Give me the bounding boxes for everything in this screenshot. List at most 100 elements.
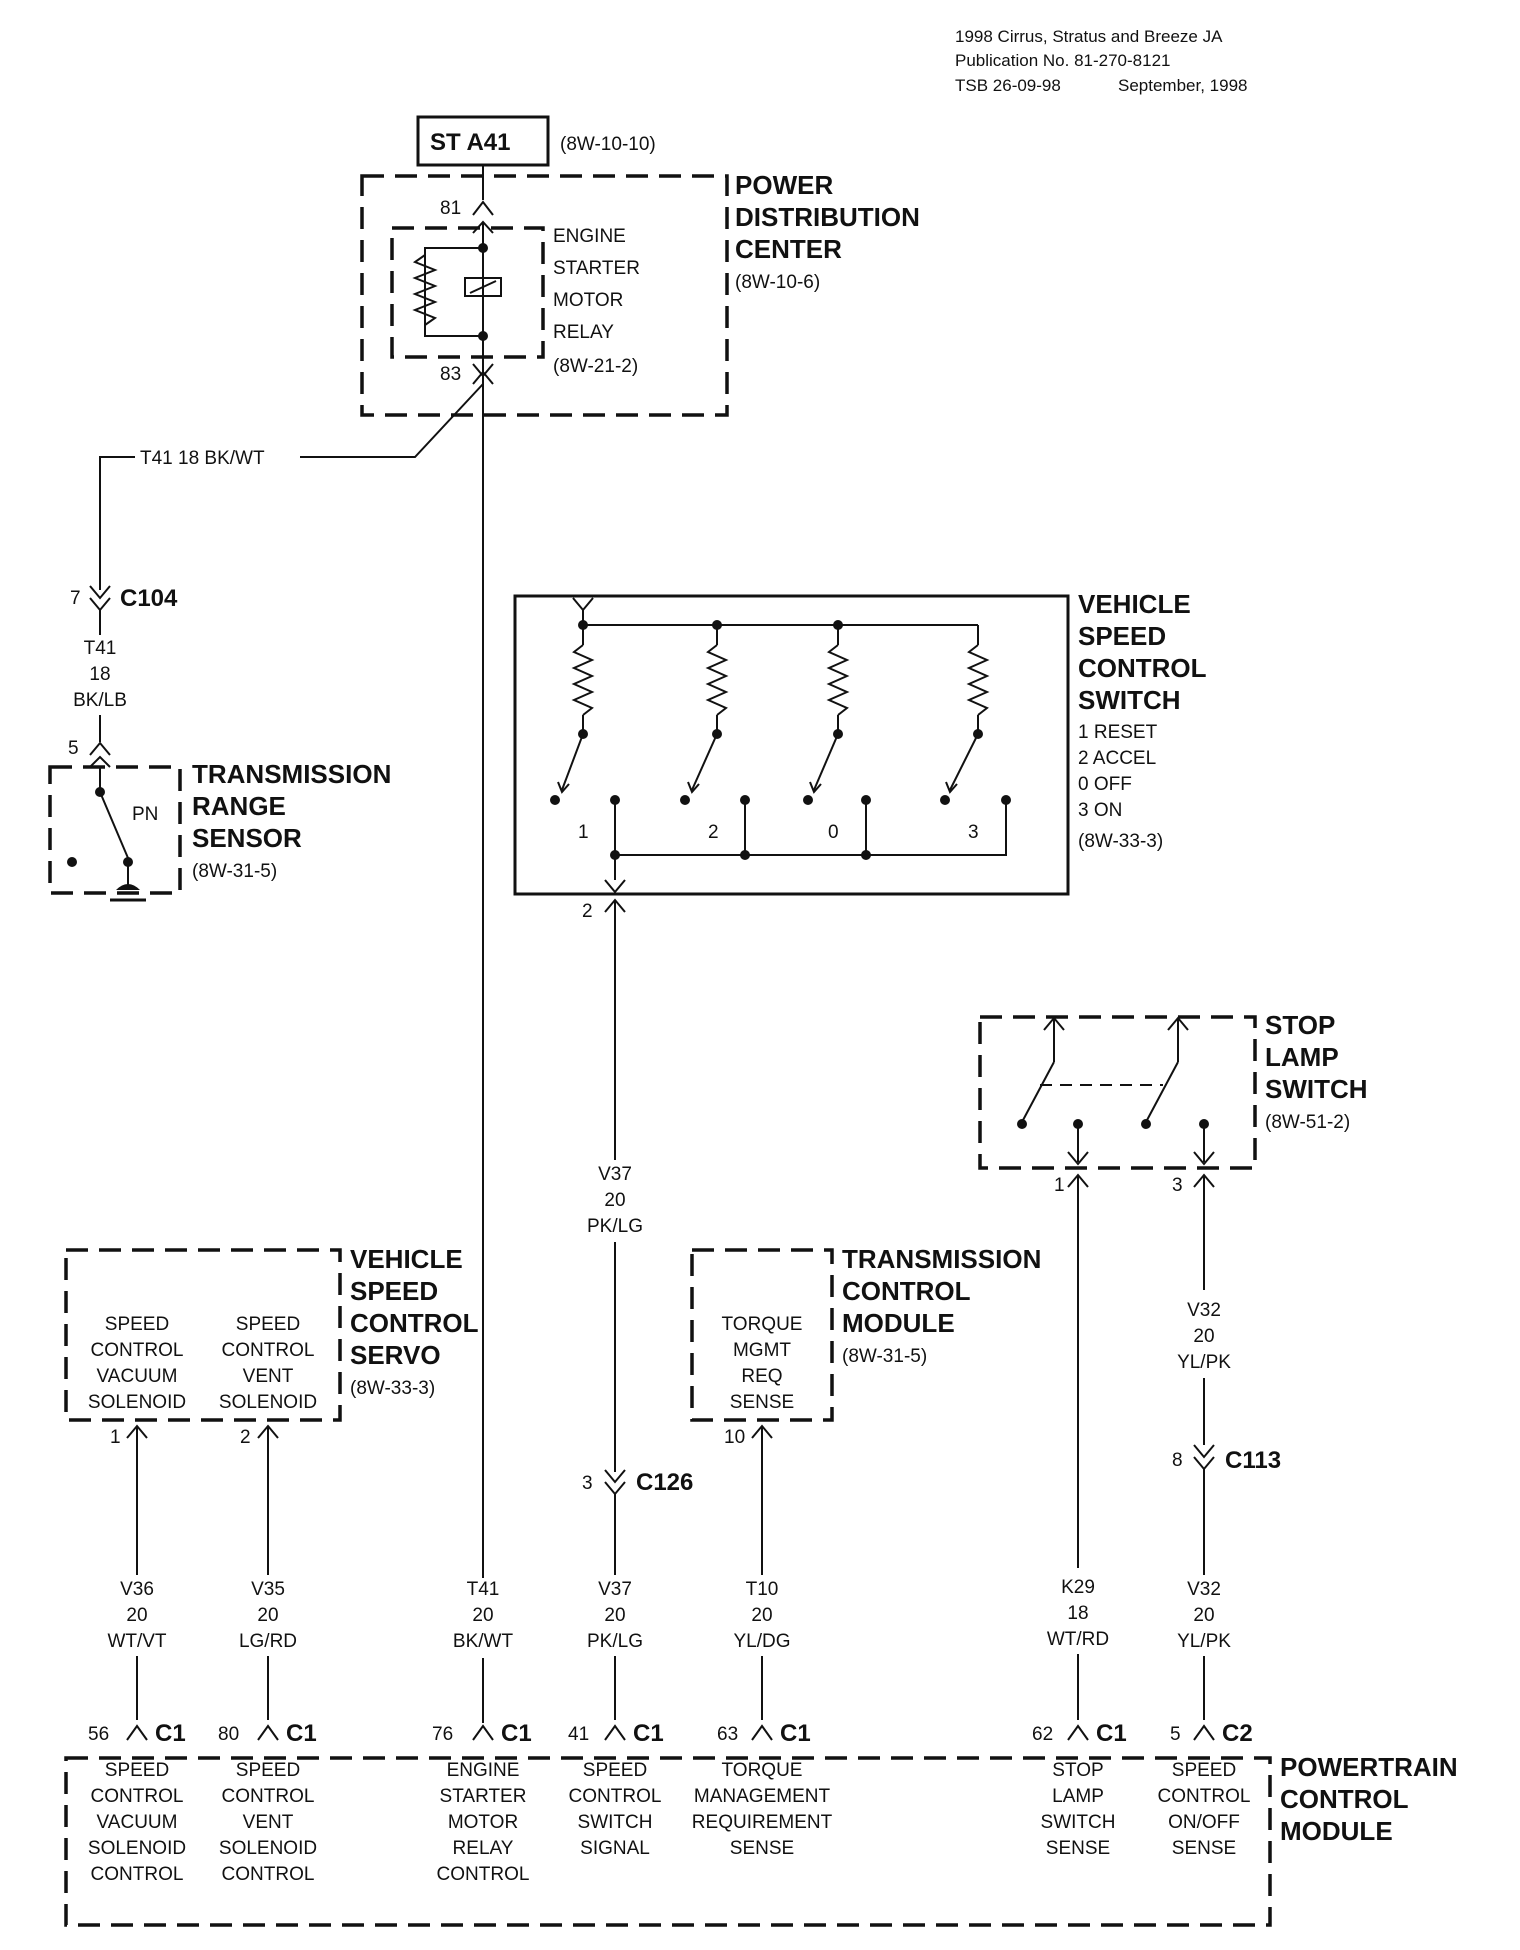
header-line-2: Publication No. 81-270-8121: [955, 51, 1170, 70]
wire-k29-1: K29: [1061, 1577, 1095, 1598]
pcm-pin-5-conn: C2: [1222, 1720, 1253, 1747]
servo-vac-2: CONTROL: [91, 1340, 184, 1361]
pcm-pin-41-label-2: CONTROL: [569, 1786, 662, 1807]
relay-coil-symbol: [464, 277, 502, 297]
pcm-pin-56-conn: C1: [155, 1720, 186, 1747]
stop-lamp-ref: (8W-51-2): [1265, 1112, 1350, 1133]
tcm-title-2: CONTROL: [842, 1276, 971, 1306]
v32-mid-3: YL/PK: [1177, 1352, 1231, 1373]
c104-wire-1: T41: [84, 638, 117, 659]
wire-v36-1: V36: [120, 1579, 154, 1600]
stop-lamp-pin-3: 3: [1172, 1175, 1183, 1196]
wire-t10-1: T10: [746, 1579, 779, 1600]
wire-t10-3: YL/DG: [733, 1631, 790, 1652]
relay-ref: (8W-21-2): [553, 356, 638, 377]
vsc-title-3: CONTROL: [1078, 653, 1207, 683]
vehicle-speed-control-switch: VEHICLE SPEED CONTROL SWITCH 1 RESET 2 A…: [513, 589, 1207, 896]
trs-boundary: [48, 765, 182, 895]
servo-title-1: VEHICLE: [350, 1244, 463, 1274]
connector-83-symbol: [472, 363, 494, 378]
pcm-pin-62-label-1: STOP: [1052, 1760, 1103, 1781]
tcm-inner-1: TORQUE: [722, 1314, 803, 1335]
pcm-pin-41-label-4: SIGNAL: [580, 1838, 650, 1859]
relay-label-4: RELAY: [553, 322, 614, 343]
pcm-pin-5-label-2: CONTROL: [1158, 1786, 1251, 1807]
pdc-title-1: POWER: [735, 170, 833, 200]
wire-t10-2: 20: [751, 1605, 772, 1626]
pcm-pin-41-label-3: SWITCH: [578, 1812, 653, 1833]
vehicle-speed-control-servo: VEHICLE SPEED CONTROL SERVO (8W-33-3) SP…: [64, 1244, 479, 1575]
relay-label-3: MOTOR: [553, 290, 623, 311]
pcm-pin-80-label-2: CONTROL: [222, 1786, 315, 1807]
pcm-pin-56: 56 C1 SPEED CONTROL VACUUM SOLENOID CONT…: [88, 1720, 186, 1885]
trs-pin: 5: [68, 738, 79, 759]
pcm-pin-63-number: 63: [717, 1724, 738, 1745]
pcm-pin-63-label-1: TORQUE: [722, 1760, 803, 1781]
tcm-title-1: TRANSMISSION: [842, 1244, 1041, 1274]
servo-title-2: SPEED: [350, 1276, 438, 1306]
stop-lamp-title-3: SWITCH: [1265, 1074, 1368, 1104]
servo-vent-1: SPEED: [236, 1314, 300, 1335]
pcm-pin-63: 63 C1 TORQUE MANAGEMENT REQUIREMENT SENS…: [692, 1720, 833, 1859]
tcm-pin: 10: [724, 1427, 745, 1448]
pcm-pin-5-label-3: ON/OFF: [1168, 1812, 1240, 1833]
pcm-pin-56-label-1: SPEED: [105, 1760, 169, 1781]
pcm-pin-5: 5 C2 SPEED CONTROL ON/OFF SENSE: [1158, 1720, 1253, 1859]
relay-boundary: [390, 226, 545, 359]
connector-81-symbol: [472, 200, 494, 216]
vsc-pin-out: 2: [582, 901, 593, 922]
pdc-title-3: CENTER: [735, 234, 842, 264]
c126-name: C126: [636, 1469, 693, 1496]
pcm-pin-62-label-4: SENSE: [1046, 1838, 1110, 1859]
servo-pin-1: 1: [110, 1427, 121, 1448]
pcm-pin-76-label-2: STARTER: [440, 1786, 527, 1807]
pcm-pin-62: 62 C1 STOP LAMP SWITCH SENSE: [1032, 1720, 1127, 1859]
wire-v32: 3 V32 20 YL/PK 8 C113: [1172, 1173, 1281, 1575]
servo-vent-4: SOLENOID: [219, 1392, 317, 1413]
servo-title-4: SERVO: [350, 1340, 441, 1370]
vsc-pos-1: 1 RESET: [1078, 722, 1158, 743]
wire-v37-3: PK/LG: [587, 1631, 643, 1652]
vsc-resistor-legs: [557, 625, 990, 794]
transmission-range-sensor: 5 PN TRANSMISSION RANGE SENSOR (8W-31-5): [48, 738, 391, 902]
header-line-1: 1998 Cirrus, Stratus and Breeze JA: [955, 27, 1223, 46]
pcm-pin-76: 76 C1 ENGINE STARTER MOTOR RELAY CONTROL: [432, 1720, 532, 1885]
vsc-title-1: VEHICLE: [1078, 589, 1191, 619]
wire-v36-3: WT/VT: [107, 1631, 166, 1652]
pcm-pin-62-label-2: LAMP: [1052, 1786, 1104, 1807]
vsc-pos-3: 0 OFF: [1078, 774, 1132, 795]
pcm-pin-76-conn: C1: [501, 1720, 532, 1747]
wire-v37-1: V37: [598, 1579, 632, 1600]
vsc-ref: (8W-33-3): [1078, 831, 1163, 852]
relay-label-2: STARTER: [553, 258, 640, 279]
powertrain-control-module: POWERTRAIN CONTROL MODULE 56 C1 SPEED CO…: [64, 1720, 1458, 1927]
relay-resistor-symbol: [412, 254, 438, 326]
wire-v35-3: LG/RD: [239, 1631, 297, 1652]
tcm-ref: (8W-31-5): [842, 1346, 927, 1367]
wire-v37-2: 20: [604, 1605, 625, 1626]
pcm-pin-5-number: 5: [1170, 1724, 1181, 1745]
stop-lamp-title-2: LAMP: [1265, 1042, 1339, 1072]
pcm-pin-62-number: 62: [1032, 1724, 1053, 1745]
wire-v32-2: 20: [1193, 1605, 1214, 1626]
pcm-pin-63-label-3: REQUIREMENT: [692, 1812, 833, 1833]
vsc-contact-3: 3: [968, 822, 979, 843]
source-box-ref: (8W-10-10): [560, 134, 656, 155]
vsc-contact-1: 1: [578, 822, 589, 843]
servo-boundary: [64, 1248, 342, 1422]
servo-vent-2: CONTROL: [222, 1340, 315, 1361]
pcm-pin-76-label-5: CONTROL: [437, 1864, 530, 1885]
wire-v35-2: 20: [257, 1605, 278, 1626]
pdc-title-2: DISTRIBUTION: [735, 202, 920, 232]
trs-ref: (8W-31-5): [192, 861, 277, 882]
c104-pin: 7: [70, 588, 81, 609]
pcm-pin-62-label-3: SWITCH: [1041, 1812, 1116, 1833]
pcm-pin-56-label-2: CONTROL: [91, 1786, 184, 1807]
trs-title-1: TRANSMISSION: [192, 759, 391, 789]
stop-lamp-switch: STOP LAMP SWITCH (8W-51-2): [978, 1010, 1368, 1170]
tcm-title-3: MODULE: [842, 1308, 955, 1338]
v37-mid-1: V37: [598, 1164, 632, 1185]
vsc-pos-4: 3 ON: [1078, 800, 1122, 821]
pcm-pin-56-label-3: VACUUM: [97, 1812, 178, 1833]
vsc-switch-frame: [513, 594, 1070, 896]
